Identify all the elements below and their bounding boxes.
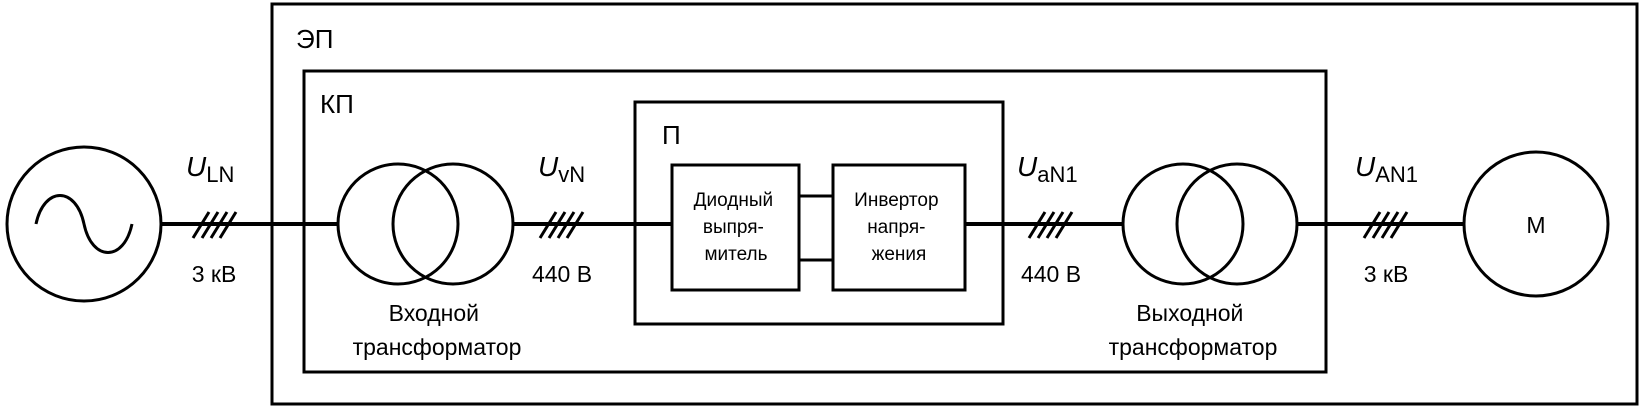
phase-tick <box>1389 211 1409 239</box>
phase-tick <box>556 211 576 239</box>
input-transformer-secondary-winding <box>391 162 515 286</box>
motor: M <box>1462 150 1610 298</box>
output-transformer-label: Выходной трансформатор <box>1109 300 1278 360</box>
bus-2-subscript: vN <box>558 162 585 187</box>
voltage-inverter-label: Инвертор напря- жения <box>854 190 944 265</box>
converter-frame <box>302 69 1328 374</box>
ac-source-circle <box>5 145 163 303</box>
bus-4-letter: U <box>1355 151 1376 182</box>
bus-3-letter: U <box>1017 151 1038 182</box>
sine-wave-icon <box>34 194 134 254</box>
voltage-inverter-box <box>831 163 967 292</box>
inner-frame-label: П <box>662 120 681 150</box>
converter-frame-label: КП <box>320 89 354 119</box>
phase-tick <box>1380 211 1400 239</box>
diode-rectifier-block: Диодный выпря- митель <box>670 163 801 292</box>
phase-tick <box>547 211 567 239</box>
phase-tick <box>200 211 220 239</box>
motor-label: M <box>1526 212 1545 238</box>
three-phase-marker-3 <box>1027 211 1074 239</box>
phase-tick <box>1036 211 1056 239</box>
input-transformer <box>336 162 515 286</box>
phase-tick <box>1362 211 1382 239</box>
phase-tick <box>1045 211 1065 239</box>
bus-2-voltage: 440 В <box>532 261 592 287</box>
phase-tick <box>218 211 238 239</box>
outer-frame-label: ЭП <box>296 24 333 54</box>
input-transformer-label: Входной трансформатор <box>353 300 522 360</box>
bus-1-subscript: LN <box>206 162 234 187</box>
phase-tick <box>191 211 211 239</box>
output-transformer <box>1121 162 1299 286</box>
voltage-inverter-block: Инвертор напря- жения <box>831 163 967 292</box>
bus-1-letter: U <box>186 151 207 182</box>
phase-tick <box>1054 211 1074 239</box>
bus-3-symbol: UaN1 <box>1017 151 1078 187</box>
three-phase-marker-2 <box>538 211 585 239</box>
three-phase-marker-1 <box>191 211 238 239</box>
diode-rectifier-box <box>670 163 801 292</box>
phase-tick <box>565 211 585 239</box>
bus-1-voltage: 3 кВ <box>192 261 237 287</box>
bus-4-subscript: AN1 <box>1375 162 1418 187</box>
bus-2-symbol: UvN <box>538 151 585 187</box>
phase-tick <box>1371 211 1391 239</box>
input-transformer-primary-winding <box>336 162 460 286</box>
bus-3-subscript: aN1 <box>1037 162 1077 187</box>
ac-source <box>5 145 163 303</box>
inner-frame <box>633 100 1005 326</box>
phase-tick <box>209 211 229 239</box>
diode-rectifier-label: Диодный выпря- митель <box>694 190 779 265</box>
output-transformer-secondary-winding <box>1175 162 1299 286</box>
bus-4-voltage: 3 кВ <box>1364 261 1409 287</box>
outer-frame <box>270 2 1639 406</box>
output-transformer-primary-winding <box>1121 162 1245 286</box>
bus-4-symbol: UAN1 <box>1355 151 1418 187</box>
bus-1-symbol: ULN <box>186 151 234 187</box>
three-phase-marker-4 <box>1362 211 1409 239</box>
phase-tick <box>538 211 558 239</box>
phase-tick <box>1027 211 1047 239</box>
bus-2-letter: U <box>538 151 559 182</box>
motor-circle <box>1462 150 1610 298</box>
bus-3-voltage: 440 В <box>1021 261 1081 287</box>
